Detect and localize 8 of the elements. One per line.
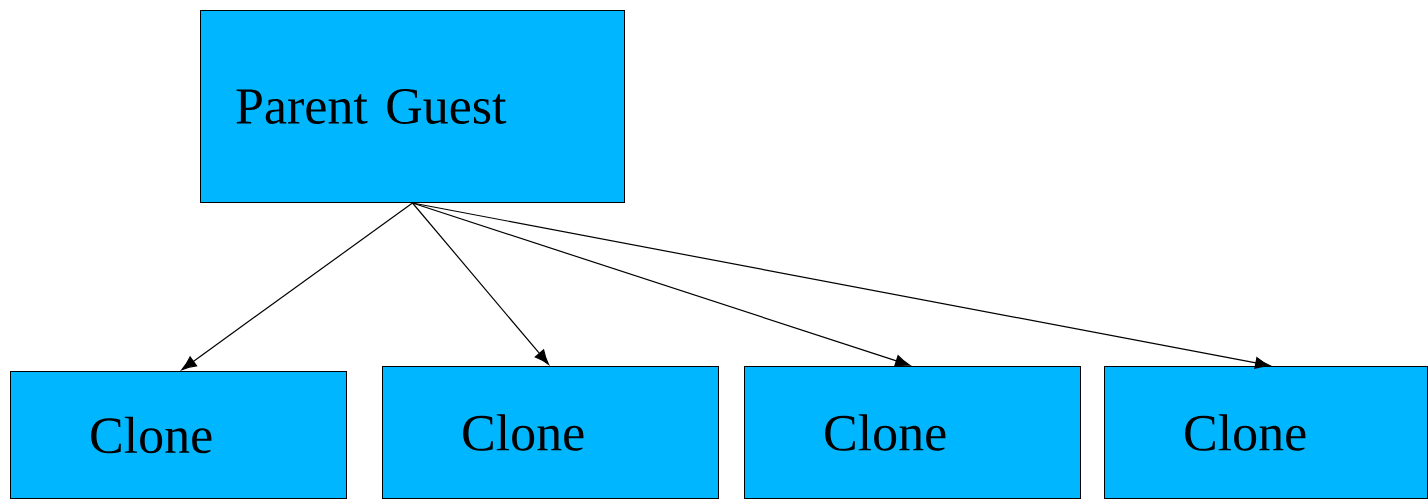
arrow <box>411 202 550 365</box>
process-box: Clone <box>382 366 719 499</box>
arrow <box>181 202 414 371</box>
process-box: Clone <box>744 366 1081 499</box>
process-box: Parent Guest <box>200 10 625 203</box>
arrow <box>411 202 1271 369</box>
process-box: Clone <box>1104 366 1428 499</box>
process-box: Clone <box>10 371 347 499</box>
